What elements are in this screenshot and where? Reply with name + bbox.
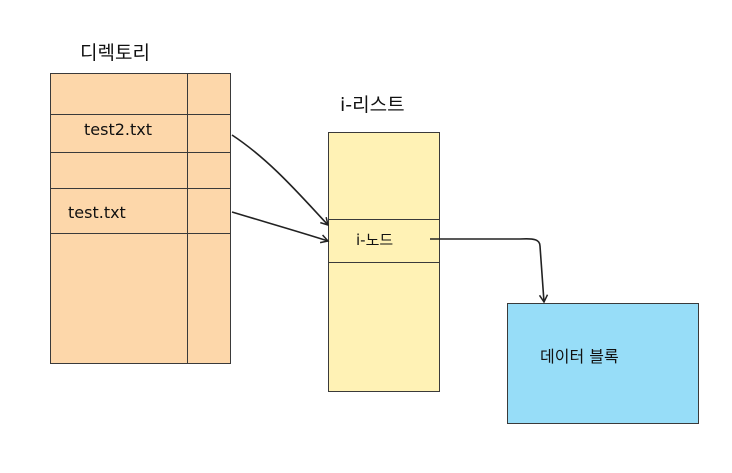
ilist-node-label[interactable]: i-노드 bbox=[356, 231, 394, 249]
directory-row-separator bbox=[51, 233, 230, 234]
arrow-inode-to-datablock bbox=[430, 237, 549, 304]
directory-entry-test[interactable]: test.txt bbox=[68, 203, 126, 222]
arrow-test2-to-inode bbox=[231, 134, 330, 227]
data-block bbox=[507, 303, 699, 424]
ilist-title: i-리스트 bbox=[340, 94, 405, 116]
directory-column-divider bbox=[187, 74, 188, 363]
data-block-label: 데이터 블록 bbox=[540, 347, 619, 366]
directory-entry-test2[interactable]: test2.txt bbox=[84, 120, 153, 139]
directory-row-separator bbox=[51, 152, 230, 153]
directory-row-separator bbox=[51, 114, 230, 115]
ilist-node-row-bottom bbox=[329, 262, 439, 263]
ilist-node-row-top bbox=[329, 219, 439, 220]
directory-title: 디렉토리 bbox=[80, 42, 150, 64]
arrow-test-to-inode bbox=[231, 211, 330, 244]
directory-row-separator bbox=[51, 188, 230, 189]
directory-table bbox=[50, 73, 231, 364]
ilist-table bbox=[328, 132, 440, 392]
